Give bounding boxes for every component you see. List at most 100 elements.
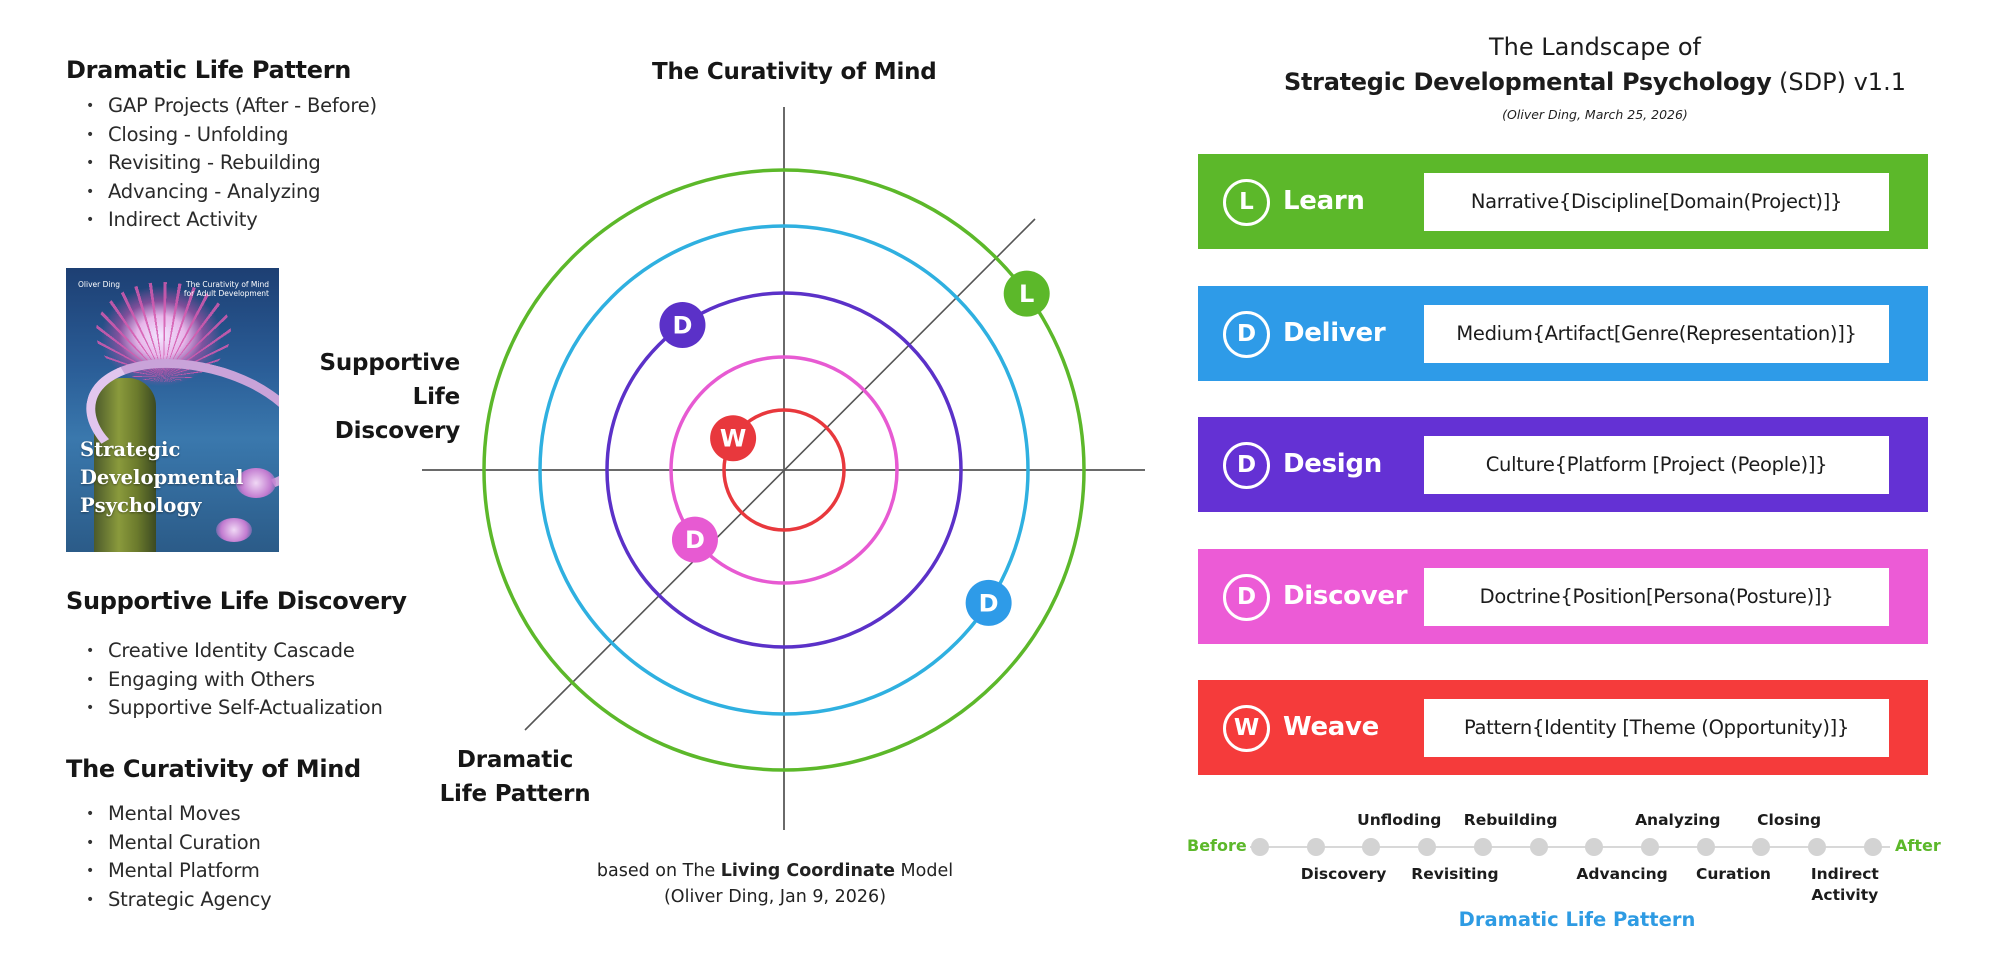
section-title-dramatic-life-pattern: Dramatic Life Pattern bbox=[66, 56, 352, 84]
caption-line2: (Oliver Ding, Jan 9, 2026) bbox=[663, 887, 887, 907]
axis-label-top: The Curativity of Mind bbox=[652, 59, 937, 85]
timeline-dot bbox=[1585, 838, 1604, 856]
axis-label-bottom-left: Dramatic Life Pattern bbox=[425, 743, 605, 811]
letter-badge-icon: D bbox=[1223, 574, 1270, 621]
card-name: Learn bbox=[1283, 186, 1365, 216]
node-letter: D bbox=[685, 526, 705, 554]
ring-discover bbox=[669, 355, 899, 585]
dramatic-life-pattern-list: GAP Projects (After - Before) Closing - … bbox=[84, 92, 377, 235]
timeline-dot bbox=[1640, 838, 1659, 856]
card-design: D Design Culture{Platform [Project (Peop… bbox=[1198, 417, 1928, 512]
timeline-label-above: Unfloding bbox=[1357, 811, 1442, 829]
list-item: Closing - Unfolding bbox=[84, 121, 377, 150]
card-discover: D Discover Doctrine{Position[Persona(Pos… bbox=[1198, 549, 1928, 644]
section-title-curativity-of-mind: The Curativity of Mind bbox=[66, 755, 361, 783]
book-cover-image: Oliver Ding The Curativity of Mind for A… bbox=[66, 268, 279, 552]
list-item: Mental Moves bbox=[84, 800, 271, 829]
timeline-dot bbox=[1306, 838, 1325, 856]
book-title: Strategic Developmental Psychology bbox=[80, 438, 244, 517]
node-design: D bbox=[659, 302, 706, 349]
list-item: Supportive Self-Actualization bbox=[84, 694, 383, 723]
letter-badge-icon: L bbox=[1223, 179, 1270, 226]
card-learn: L Learn Narrative{Discipline[Domain(Proj… bbox=[1198, 154, 1928, 249]
axis-label-left-line: Life bbox=[412, 384, 461, 410]
title-bold: Strategic Developmental Psychology bbox=[1284, 68, 1772, 96]
supertree-trunk bbox=[94, 378, 156, 552]
timeline-label-above: Rebuilding bbox=[1463, 811, 1558, 829]
timeline-line bbox=[1250, 846, 1890, 848]
card-name: Deliver bbox=[1283, 318, 1386, 348]
timeline-label-below: Revisiting bbox=[1411, 865, 1499, 883]
card-formula: Culture{Platform [Project (People)]} bbox=[1424, 436, 1889, 494]
node-circle bbox=[659, 302, 706, 349]
list-item: GAP Projects (After - Before) bbox=[84, 92, 377, 121]
node-letter: L bbox=[1019, 280, 1034, 308]
list-item: Mental Curation bbox=[84, 829, 271, 858]
nodes-layer: W D D D L bbox=[659, 270, 1050, 626]
list-item: Advancing - Analyzing bbox=[84, 178, 377, 207]
node-circle bbox=[671, 516, 718, 563]
timeline-dot bbox=[1808, 838, 1826, 856]
timeline-end-label: After bbox=[1895, 836, 1941, 855]
axis-label-bottom-line: Dramatic bbox=[456, 747, 574, 773]
node-deliver: D bbox=[965, 579, 1012, 626]
rings-layer bbox=[482, 168, 1086, 772]
axis-label-left-line: Supportive bbox=[319, 350, 461, 376]
letter-badge-icon: D bbox=[1223, 311, 1270, 358]
card-name: Design bbox=[1283, 449, 1382, 479]
small-supertree bbox=[216, 518, 252, 542]
card-formula: Medium{Artifact[Genre(Representation)]} bbox=[1424, 305, 1889, 363]
timeline-label-below: Curation bbox=[1695, 865, 1771, 883]
card-deliver: D Deliver Medium{Artifact[Genre(Represen… bbox=[1198, 286, 1928, 381]
book-subtitle: The Curativity of Mind for Adult Develop… bbox=[183, 280, 269, 298]
timeline-dot bbox=[1362, 838, 1381, 856]
list-item: Strategic Agency bbox=[84, 886, 272, 915]
title-line2: Strategic Developmental Psychology (SDP)… bbox=[1250, 65, 1940, 99]
letter-badge-icon: W bbox=[1223, 705, 1270, 752]
curativity-of-mind-list: Mental Moves Mental Curation Mental Plat… bbox=[84, 800, 272, 915]
timeline-dot bbox=[1752, 838, 1771, 856]
axis-label-bottom-line: Life Pattern bbox=[439, 781, 591, 807]
supertree-canopy bbox=[96, 282, 231, 382]
timeline-dot bbox=[1696, 838, 1715, 856]
node-learn: L bbox=[1003, 270, 1050, 317]
list-item: Engaging with Others bbox=[84, 666, 383, 695]
timeline-start-label: Before bbox=[1187, 836, 1247, 855]
timeline-label-above: Analyzing bbox=[1635, 811, 1721, 829]
timeline-label-below: Indirect Activity bbox=[1810, 865, 1879, 904]
node-circle bbox=[710, 415, 757, 462]
diagram-caption: based on The Living Coordinate Model (Ol… bbox=[560, 858, 990, 910]
timeline-dot bbox=[1529, 838, 1548, 856]
card-formula: Narrative{Discipline[Domain(Project)]} bbox=[1424, 173, 1889, 231]
card-name: Weave bbox=[1283, 712, 1380, 742]
timeline-label-below: Discovery bbox=[1300, 865, 1387, 883]
timeline-dot bbox=[1418, 838, 1437, 856]
node-discover: D bbox=[671, 516, 718, 563]
axis-label-left: Supportive Life Discovery bbox=[300, 346, 461, 448]
card-name: Discover bbox=[1283, 581, 1408, 611]
caption-suffix: Model bbox=[894, 861, 954, 881]
ring-learn bbox=[482, 168, 1086, 772]
section-title-supportive-life-discovery: Supportive Life Discovery bbox=[66, 587, 407, 615]
node-circle bbox=[1003, 270, 1050, 317]
card-formula: Pattern{Identity [Theme (Opportunity)]} bbox=[1424, 699, 1889, 757]
landscape-title: The Landscape of Strategic Developmental… bbox=[1250, 30, 1940, 122]
title-suffix: (SDP) v1.1 bbox=[1771, 68, 1906, 96]
timeline-title: Dramatic Life Pattern bbox=[1458, 908, 1696, 931]
node-letter: W bbox=[720, 425, 746, 453]
list-item: Creative Identity Cascade bbox=[84, 637, 383, 666]
card-formula: Doctrine{Position[Persona(Posture)]} bbox=[1424, 568, 1889, 626]
diagonal-axis bbox=[524, 218, 1036, 731]
timeline-dot bbox=[1863, 838, 1882, 856]
node-letter: D bbox=[979, 589, 999, 617]
list-item: Indirect Activity bbox=[84, 206, 377, 235]
timeline-label-above: Closing bbox=[1757, 811, 1822, 829]
caption-prefix: based on The bbox=[596, 861, 721, 881]
timeline-label-below: Advancing bbox=[1576, 865, 1668, 883]
timeline-dot bbox=[1473, 838, 1492, 856]
node-circle bbox=[965, 579, 1012, 626]
node-weave: W bbox=[710, 415, 757, 462]
title-line1: The Landscape of bbox=[1489, 33, 1701, 61]
node-letter: D bbox=[673, 312, 693, 340]
